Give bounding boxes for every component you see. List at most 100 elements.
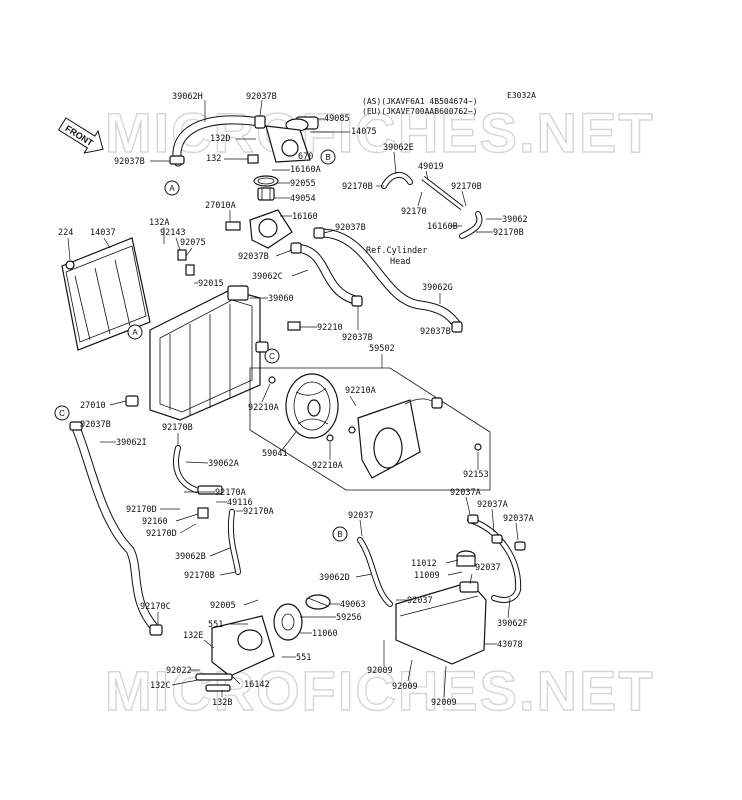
grommet-92160 (197, 507, 209, 519)
part-label: 49116 (227, 498, 253, 508)
svg-text:C: C (269, 352, 275, 361)
part-label: 670 (298, 152, 313, 162)
svg-text:B: B (325, 153, 330, 162)
part-label: 39062G (422, 283, 453, 293)
callout-b-low: B (332, 526, 348, 542)
fan-motor (357, 397, 443, 479)
housing-16160 (225, 209, 293, 249)
hose-39062 (459, 211, 483, 239)
reservoir-tank-43078 (395, 581, 487, 665)
part-label: 92009 (431, 698, 457, 708)
hose-39062g (315, 228, 463, 331)
pump-cover-11060 (273, 603, 303, 641)
part-label: 27010 (80, 401, 106, 411)
clamp-92170c (149, 624, 163, 636)
part-label: 92170B (342, 182, 373, 192)
part-label: 92037 (475, 563, 501, 573)
part-label: 92009 (392, 682, 418, 692)
part-label: 16160 (292, 212, 318, 222)
part-label: 16160A (290, 165, 321, 175)
part-label: 92037B (342, 333, 373, 343)
collar-92015 (185, 264, 195, 276)
part-label: 59256 (336, 613, 362, 623)
part-label: 92037B (420, 327, 451, 337)
part-label: 92022 (166, 666, 192, 676)
part-label: 92170D (126, 505, 157, 515)
fan-59041 (285, 373, 339, 439)
part-label: 92170A (243, 507, 274, 517)
nut-92210a-c (348, 426, 356, 434)
hose-39062a (173, 445, 199, 493)
nut-92210a-b (326, 434, 334, 442)
reservoir-cap-11012 (456, 550, 476, 567)
part-label: 59502 (369, 344, 395, 354)
part-label: 92015 (198, 279, 224, 289)
hose-39062e (381, 172, 413, 189)
part-label: 92170D (146, 529, 177, 539)
part-label: 92037A (450, 488, 481, 498)
part-label: 39060 (268, 294, 294, 304)
part-label: 92210A (312, 461, 343, 471)
clamp-92037b-f (451, 321, 463, 333)
part-label: 132E (183, 631, 203, 641)
radiator-screen-14037 (61, 237, 151, 351)
part-label: 11060 (312, 629, 338, 639)
callout-a-top: A (164, 180, 180, 196)
water-pump-housing (195, 615, 275, 692)
part-label: 39062I (116, 438, 147, 448)
diagram-code: E3032A (507, 91, 536, 100)
part-label: 49085 (324, 114, 350, 124)
thermostat-housing (247, 116, 319, 164)
bracket-92210 (287, 321, 301, 331)
part-label: 39062E (383, 143, 414, 153)
part-label: 92170B (451, 182, 482, 192)
part-label: 92170B (184, 571, 215, 581)
part-label: 39062D (319, 573, 350, 583)
clamp-92037a-b (491, 534, 503, 544)
impeller-49063 (305, 594, 331, 610)
fitting-49019 (421, 176, 464, 210)
svg-text:B: B (337, 530, 342, 539)
part-label: 49054 (290, 194, 316, 204)
svg-text:A: A (169, 184, 175, 193)
part-label: 59041 (262, 449, 288, 459)
part-label: 39062H (172, 92, 203, 102)
thermostat-49054 (257, 187, 275, 201)
part-label: 224 (58, 228, 73, 238)
svg-text:A: A (132, 328, 138, 337)
part-label: 92075 (180, 238, 206, 248)
part-label: 92210A (345, 386, 376, 396)
part-label: 14075 (351, 127, 377, 137)
part-label: 92210 (317, 323, 343, 333)
part-label: 92143 (160, 228, 186, 238)
part-label: 132 (206, 154, 221, 164)
part-label: 132C (150, 681, 170, 691)
part-label: 551 (296, 653, 311, 663)
part-label: 92009 (367, 666, 393, 676)
clamp-92037a-a (467, 514, 479, 524)
part-label: 92037 (348, 511, 374, 521)
watermark-top: MICROFICHES.NET (105, 101, 655, 164)
callout-b-top: B (320, 149, 336, 165)
part-label: 11012 (411, 559, 437, 569)
clamp-92037b-a (169, 155, 185, 165)
part-label: 132B (212, 698, 232, 708)
part-label: 11009 (414, 571, 440, 581)
part-labels: 39062H 92037B 132D 132 92037B 49085 1407… (58, 92, 534, 708)
part-label: 92005 (210, 601, 236, 611)
part-label: 132A (149, 218, 169, 228)
part-label: 92037 (407, 596, 433, 606)
part-label: 92037B (335, 223, 366, 233)
clamp-92037b-c (290, 242, 302, 254)
fan-assembly-outline (249, 367, 491, 491)
hose-39062c (291, 243, 360, 305)
part-label: 92153 (463, 470, 489, 480)
part-label: 49019 (418, 162, 444, 172)
ref-note-line1: Ref.Cylinder (366, 246, 427, 256)
part-label: 92055 (290, 179, 316, 189)
hose-39062b (227, 509, 241, 575)
front-arrow-icon: FRONT (57, 117, 104, 154)
clamp-92037b-d (313, 227, 325, 239)
applicability-as: (AS)(JKAVF6A1 4B504674~) (362, 97, 478, 106)
